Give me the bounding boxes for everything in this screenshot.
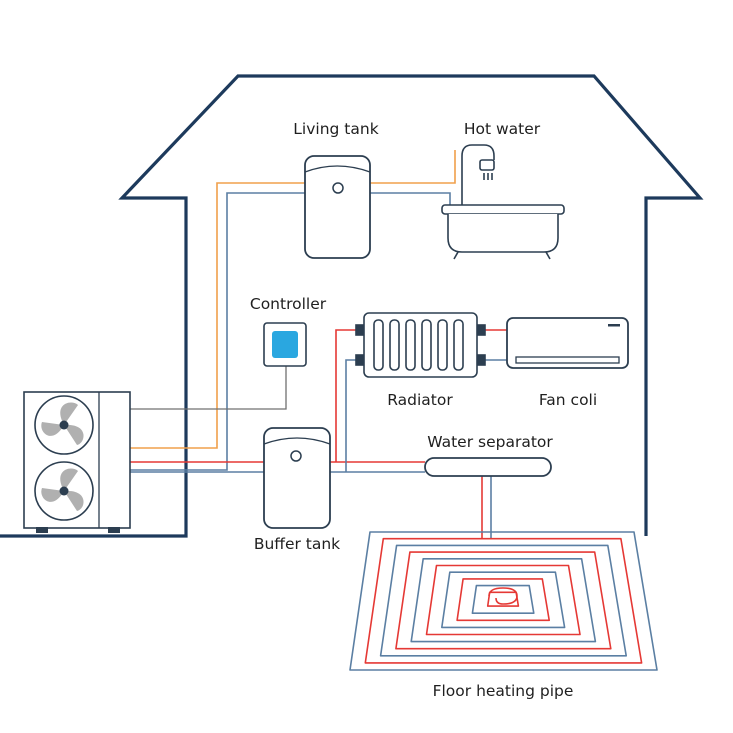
floor-heating-label: Floor heating pipe [433,682,574,700]
fan-icon [34,395,94,455]
wall-fan-coil-icon [506,317,629,369]
heat-pump-outdoor-unit-icon [23,391,131,533]
manifold-icon [424,457,552,477]
floor-heating-coil-icon [349,531,658,671]
controller-panel-icon [263,322,307,367]
floor-heating-loop [456,578,550,622]
controller-wire [130,366,287,410]
radiator-label: Radiator [387,391,453,409]
floor-heating-loop [486,591,520,607]
floor-heating-loop [471,584,535,614]
floor-heating-center-bend [488,587,518,605]
radiator-icon [355,312,486,378]
controller-label: Controller [250,295,327,313]
buffer-tank-icon [263,427,331,529]
floor-heating-loop [425,564,581,636]
radiator-supply-line [335,329,364,462]
water-separator-label: Water separator [427,433,553,451]
buffer-tank-label: Buffer tank [254,535,340,553]
bathtub-shower-icon [441,144,565,260]
floor-heating-loop [379,544,627,657]
water-tank-icon [304,155,371,259]
floor-heating-loop [410,558,597,643]
tank-supply-line [130,150,456,449]
floor-heating-loop [364,537,643,664]
floor-heating-loop [349,531,658,671]
fan-coil-label: Fan coli [539,391,597,409]
house-outline [0,74,704,538]
floor-heating-loop [441,571,566,629]
radiator-return-line [345,359,364,472]
fan-icon [34,461,94,521]
floor-heating-loop [395,551,612,650]
tank-return-line [130,192,451,471]
living-tank-label: Living tank [293,120,378,138]
hot-water-label: Hot water [464,120,541,138]
